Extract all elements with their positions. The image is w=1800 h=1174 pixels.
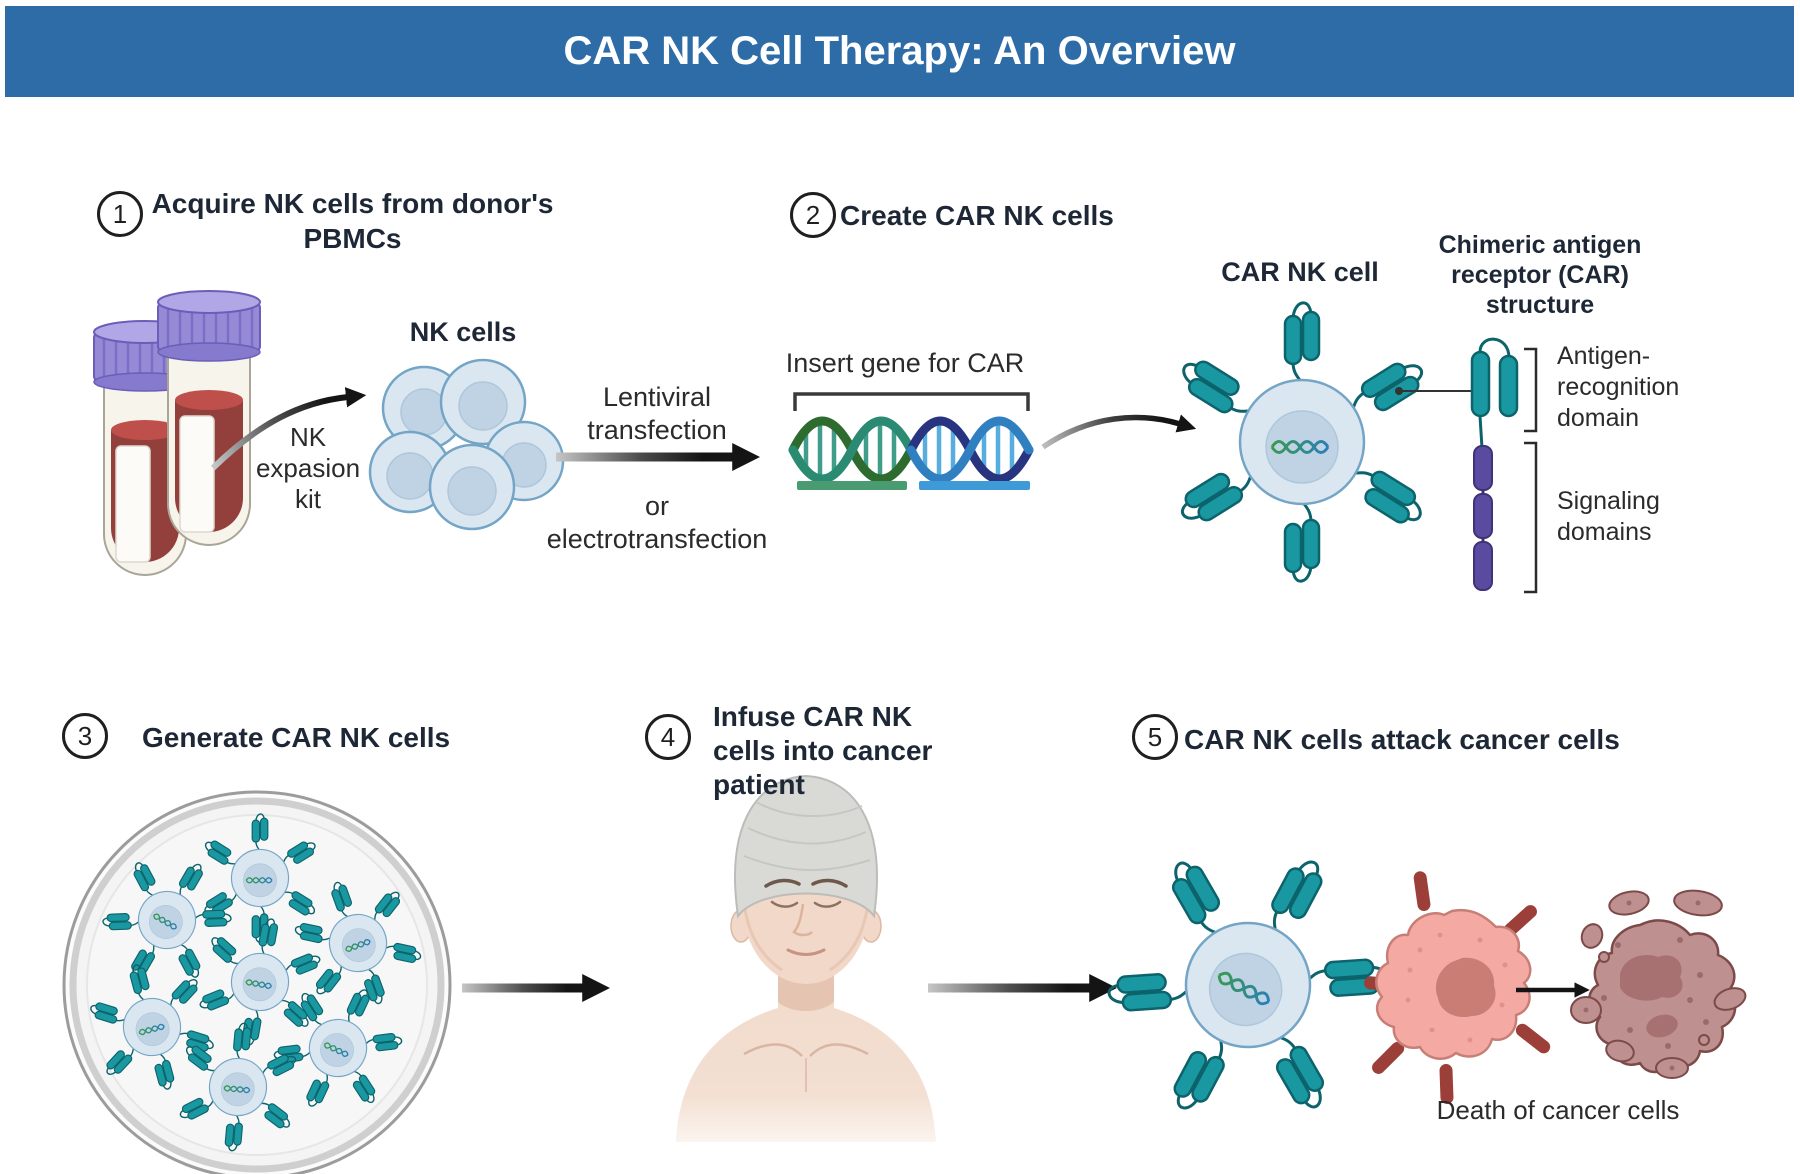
bracket-antigen-domain (1524, 347, 1538, 433)
car-structure-label: Chimeric antigen receptor (CAR) structur… (1438, 231, 1642, 319)
death-of-cancer-cells-label: Death of cancer cells (1436, 1095, 1680, 1125)
lentiviral-transfection-label: Lentiviral transfection (587, 382, 727, 445)
title-banner: CAR NK Cell Therapy: An Overview (5, 6, 1794, 97)
arrow-gene-to-cell (1041, 414, 1197, 450)
head-cap (734, 774, 878, 919)
bracket-signaling-domains (1524, 441, 1538, 594)
step-3-title: Generate CAR NK cells (142, 722, 451, 753)
step-5-number: 5 (1132, 714, 1178, 760)
step-5-title: CAR NK cells attack cancer cells (1184, 724, 1620, 755)
signaling-domains-label: Signaling domains (1557, 487, 1660, 546)
dead-cancer-cells (1570, 889, 1747, 1079)
patient (676, 774, 936, 1142)
nk-cells-label: NK cells (409, 317, 517, 347)
step-4-title: Infuse CAR NK cells into cancer patient (713, 701, 933, 800)
nk-cell-cluster (368, 358, 565, 531)
arrow-tubes-to-nk-cells (210, 387, 367, 471)
page-title: CAR NK Cell Therapy: An Overview (563, 29, 1236, 73)
step-1-title: Acquire NK cells from donor's PBMCs (151, 188, 554, 254)
blood-tubes (92, 289, 262, 577)
step-3-number: 3 (62, 713, 108, 759)
insert-gene-label: Insert gene for CAR (785, 348, 1025, 378)
car-structure (1470, 337, 1538, 594)
step-4-number: 4 (645, 714, 691, 760)
antigen-domain-label: Antigen- recognition domain (1557, 342, 1680, 432)
electrotransfection-label: or electrotransfection (546, 491, 768, 554)
gene-segment-green (797, 481, 907, 490)
nk-expansion-kit-label: NK expasion kit (255, 422, 361, 514)
step-1-number: 1 (97, 191, 143, 237)
car-nk-cell-illustration (1175, 303, 1429, 581)
gene-segment-blue (919, 481, 1030, 490)
receptor-pointer-line (1395, 387, 1472, 395)
step-2-title: Create CAR NK cells (840, 200, 1114, 231)
car-gene-dna (788, 392, 1034, 490)
step-2-number: 2 (790, 192, 836, 238)
car-nk-cell-label: CAR NK cell (1221, 257, 1379, 287)
cancer-cell (1363, 870, 1553, 1105)
petri-dish (62, 790, 452, 1174)
